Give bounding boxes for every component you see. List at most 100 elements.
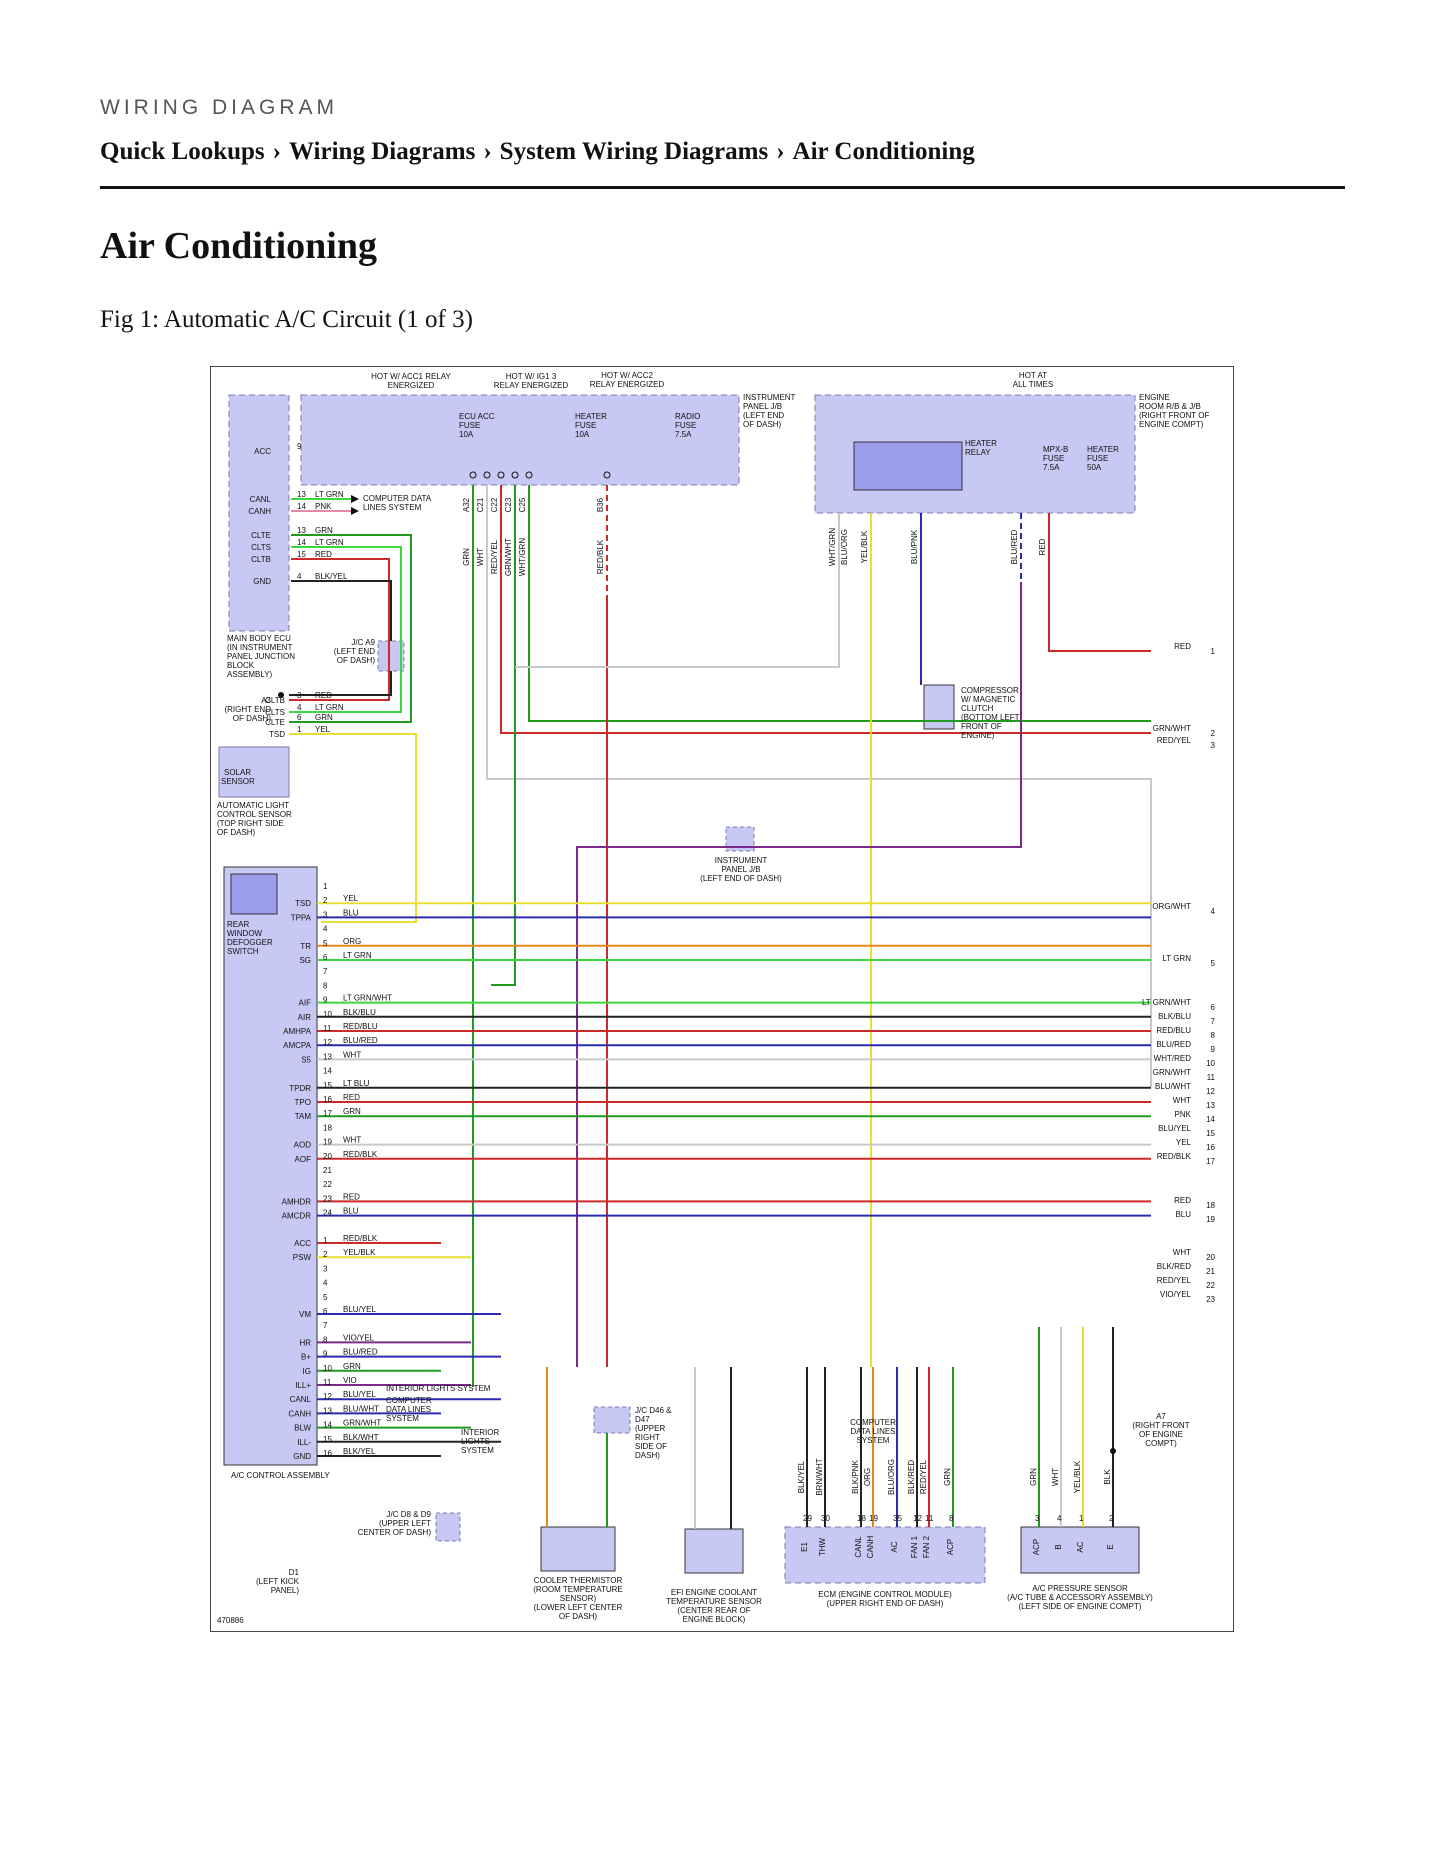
wire-engine-red <box>1048 513 1151 652</box>
connector-icon <box>511 471 519 479</box>
ac-wire-label: BLK/YEL <box>343 1447 376 1456</box>
ac-pin-number: 12 <box>323 1392 332 1401</box>
label-jc-a9: J/C A9 <box>351 638 375 647</box>
label-jc-d46-4: RIGHT <box>635 1433 660 1442</box>
breadcrumb-link-quick-lookups[interactable]: Quick Lookups <box>100 138 265 165</box>
right-ref-wire-label: PNK <box>1175 1110 1192 1119</box>
right-ref-wire-label: ORG/WHT <box>1152 902 1191 911</box>
engine-wire-label: WHT/GRN <box>828 528 837 566</box>
breadcrumb-link-system-wiring-diagrams[interactable]: System Wiring Diagrams <box>499 138 769 165</box>
connector-icon <box>525 471 533 479</box>
ecm-pin-label: THW <box>818 1537 827 1556</box>
label-ac-pressure-2: (A/C TUBE & ACCESSORY ASSEMBLY) <box>1007 1593 1153 1602</box>
label-auto-light-sensor-4: OF DASH) <box>217 828 256 837</box>
breadcrumb-link-wiring-diagrams[interactable]: Wiring Diagrams <box>289 138 476 165</box>
solar-pin-number: 1 <box>297 725 302 734</box>
solar-wire-label: YEL <box>315 725 331 734</box>
ecm-wire-label: GRN <box>943 1468 952 1486</box>
connector-icon <box>497 471 505 479</box>
ecm-pin-label: AC <box>890 1541 899 1552</box>
ac-pin-number: 5 <box>323 939 328 948</box>
label-main-body-ecu-2: (IN INSTRUMENT <box>227 643 292 652</box>
label-heater-50a-fuse-word: FUSE <box>1087 454 1108 463</box>
right-ref-number: 6 <box>1211 1003 1216 1012</box>
solar-pin-number: 4 <box>297 703 302 712</box>
solar-pin-label: TSD <box>269 730 285 739</box>
ac-pin-label: AOD <box>294 1141 312 1150</box>
label-er-jb-4: ENGINE COMPT) <box>1139 420 1204 429</box>
label-ip-jb-b-2: PANEL J/B <box>721 865 760 874</box>
label-solar-sensor-2: SENSOR <box>221 777 255 786</box>
ecu-pin-number: 14 <box>297 502 306 511</box>
ac-wire-label: BLK/BLU <box>343 1008 376 1017</box>
ecu-wire-label: BLK/YEL <box>315 572 348 581</box>
wires-layer <box>289 485 1152 1529</box>
right-ref-number: 17 <box>1206 1157 1215 1166</box>
label-radio-fuse-word: FUSE <box>675 421 696 430</box>
label-main-body-ecu: MAIN BODY ECU <box>227 634 291 643</box>
engine-wire-label: BLU/ORG <box>840 529 849 565</box>
ac-wire-label: VIO/YEL <box>343 1333 375 1342</box>
ac-pin-label: AMCDR <box>282 1212 312 1221</box>
label-interior-lights-b: INTERIOR <box>461 1428 499 1437</box>
ac-wire-label: WHT <box>343 1136 361 1145</box>
label-a3-ground: A3 <box>261 696 271 705</box>
ac-pin-label: ILL- <box>297 1438 311 1447</box>
solar-pin-label: CLTS <box>265 708 285 717</box>
label-cooler-thermistor: COOLER THERMISTOR <box>534 1576 623 1585</box>
label-auto-light-sensor-3: (TOP RIGHT SIDE <box>217 819 284 828</box>
ac-pin-label: TPDR <box>289 1084 311 1093</box>
ac-wire-label: GRN <box>343 1362 361 1371</box>
pressure-pin-label: AC <box>1076 1541 1085 1552</box>
ecm-wire-label: BLK/RED <box>907 1460 916 1494</box>
label-ac-control-assembly: A/C CONTROL ASSEMBLY <box>231 1471 330 1480</box>
label-efi-sensor-2: TEMPERATURE SENSOR <box>666 1597 762 1606</box>
engine-wire-label: BLU/PNK <box>910 529 919 564</box>
breadcrumb-current-air-conditioning[interactable]: Air Conditioning <box>792 138 975 165</box>
upper-connector-label: A32 <box>462 497 471 512</box>
ac-wire-label: BLU/YEL <box>343 1390 376 1399</box>
label-figure-id: 470886 <box>217 1616 244 1625</box>
label-computer-data-lines-b: COMPUTER <box>386 1396 432 1405</box>
engine-wire-label: BLU/RED <box>1010 529 1019 564</box>
pressure-pin-number: 2 <box>1109 1514 1114 1523</box>
pressure-pin-number: 4 <box>1057 1514 1062 1523</box>
ac-wire-label: RED <box>343 1192 360 1201</box>
solar-wire-label: RED <box>315 691 332 700</box>
solar-pin-label: CLTE <box>265 718 285 727</box>
right-ref-wire-label: RED/YEL <box>1157 736 1192 745</box>
ac-pin-number: 1 <box>323 1236 328 1245</box>
label-rear-defogger-3: DEFOGGER <box>227 938 273 947</box>
right-ref-wire-label: RED/YEL <box>1157 1276 1192 1285</box>
right-ref-wire-label: RED <box>1174 1196 1191 1205</box>
ac-pin-number: 24 <box>323 1209 332 1218</box>
label-heater-fuse: HEATER <box>575 412 607 421</box>
ac-wire-label: RED <box>343 1093 360 1102</box>
label-cooler-thermistor-5: OF DASH) <box>559 1612 598 1621</box>
label-jc-d46-5: SIDE OF <box>635 1442 667 1451</box>
ac-pin-number: 16 <box>323 1095 332 1104</box>
right-ref-number: 9 <box>1211 1045 1216 1054</box>
ac-pin-number: 16 <box>323 1449 332 1458</box>
right-ref-number: 12 <box>1206 1087 1215 1096</box>
ecu-wire-label: GRN <box>315 526 333 535</box>
ecm-wire-label: BRN/WHT <box>815 1458 824 1495</box>
engine-wire-label: RED <box>1038 538 1047 555</box>
solar-pin-number: 3 <box>297 691 302 700</box>
label-heater-fuse-amps: 10A <box>575 430 590 439</box>
ac-pressure-sensor-box <box>1020 1526 1140 1574</box>
label-jc-d8-3: CENTER OF DASH) <box>358 1528 432 1537</box>
solar-pin-label: CLTB <box>265 696 285 705</box>
ac-wire-label: BLU <box>343 908 359 917</box>
ac-pin-number: 21 <box>323 1166 332 1175</box>
ac-pin-label: TPPA <box>291 913 312 922</box>
ac-pin-number: 7 <box>323 967 328 976</box>
ac-pin-label: IG <box>303 1367 311 1376</box>
pressure-wire-label: WHT <box>1051 1468 1060 1486</box>
solar-wire-label: GRN <box>315 713 333 722</box>
wire-c22-redyel <box>500 485 1151 734</box>
label-hot-at-2: ALL TIMES <box>1013 380 1053 389</box>
breadcrumb-separator: › <box>272 138 281 165</box>
pressure-pin-number: 1 <box>1079 1514 1084 1523</box>
ac-pin-label: AMHDR <box>282 1197 312 1206</box>
